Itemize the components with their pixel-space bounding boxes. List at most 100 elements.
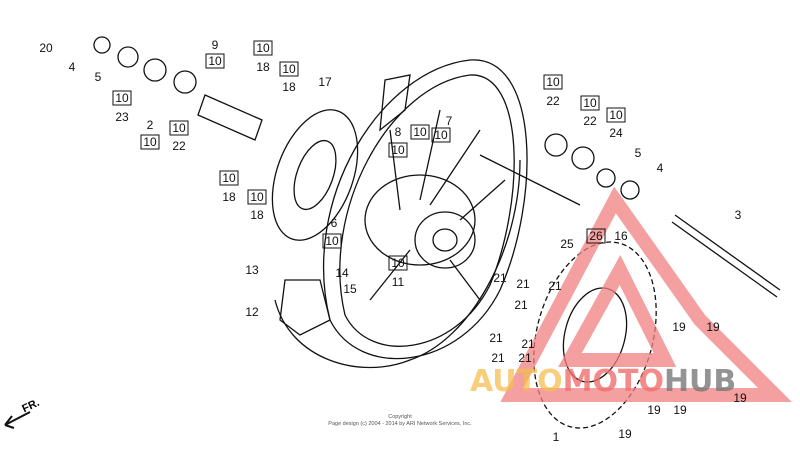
callout-number: 8 [395,125,402,139]
callout-15: 15 [343,282,357,296]
callout-number: 10 [143,135,157,149]
callout-number: 10 [609,108,623,122]
callout-box [431,127,451,143]
callout-box [543,74,563,90]
callout-number: 10 [413,125,427,139]
callout-10: 10 [205,53,225,69]
callout-number: 21 [548,279,562,293]
callout-number: 10 [222,171,236,185]
callout-box [388,255,408,271]
callout-12: 12 [245,305,259,319]
callout-10: 10 [219,170,239,186]
callout-19: 19 [672,320,686,334]
copyright-text: Page design (c) 2004 - 2014 by ARI Netwo… [328,421,472,427]
wheel-hub [364,174,476,266]
callout-number: 10 [250,190,264,204]
callout-24: 24 [609,126,623,140]
callout-10: 10 [322,233,342,249]
callout-number: 19 [618,427,632,441]
callout-10: 10 [247,189,267,205]
callout-22: 22 [172,139,186,153]
callout-number: 19 [673,403,687,417]
callout-number: 16 [614,229,628,243]
callout-number: 9 [212,38,219,52]
hub-flange [414,211,476,269]
callout-box [253,40,273,56]
callout-7: 7 [446,114,453,128]
callout-number: 3 [735,208,742,222]
callout-19: 19 [647,403,661,417]
callout-2: 2 [147,118,154,132]
callout-number: 19 [672,320,686,334]
callout-10: 10 [253,40,273,56]
callout-5: 5 [635,146,642,160]
callout-10: 10 [431,127,451,143]
brake-disc [271,109,359,241]
callout-20: 20 [39,41,53,55]
callout-number: 10 [115,91,129,105]
callout-number: 21 [518,351,532,365]
callout-number: 26 [589,229,603,243]
callout-number: 10 [434,128,448,142]
callout-11: 11 [392,275,405,289]
callout-23: 23 [115,110,129,124]
chain-guide [279,279,331,336]
callout-9: 9 [212,38,219,52]
callout-box [169,120,189,136]
axle [671,214,781,298]
callout-18: 18 [282,80,296,94]
callout-21: 21 [518,351,532,365]
callout-number: 18 [282,80,296,94]
callout-box [606,107,626,123]
callout-box [388,142,408,158]
callout-21: 21 [491,351,505,365]
brake-disc-inner [293,139,337,211]
callout-18: 18 [222,190,236,204]
callout-number: 18 [256,60,270,74]
callout-18: 18 [250,208,264,222]
callout-number: 21 [489,331,503,345]
callout-number: 2 [147,118,154,132]
callout-22: 22 [546,94,560,108]
callout-number: 21 [493,271,507,285]
callout-21: 21 [514,298,528,312]
callout-10: 10 [169,120,189,136]
callout-10: 10 [388,255,408,271]
callout-10: 10 [140,134,160,150]
callout-21: 21 [489,331,503,345]
watermark-hub: HUB [663,364,737,399]
callout-21: 21 [516,277,530,291]
callout-number: 10 [208,54,222,68]
callout-10: 10 [580,95,600,111]
callout-6: 6 [331,216,338,230]
callout-21: 21 [493,271,507,285]
callout-box [140,134,160,150]
callout-number: 6 [331,216,338,230]
callout-box [219,170,239,186]
callout-number: 13 [245,263,259,277]
callout-number: 10 [325,234,339,248]
wheel-rim [322,59,528,360]
tire [274,159,521,368]
callout-number: 10 [583,96,597,110]
copyright: Copyright Page design (c) 2004 - 2014 by… [300,414,500,428]
callout-box [279,61,299,77]
callout-4: 4 [657,161,664,175]
callout-18: 18 [256,60,270,74]
callout-1: 1 [553,430,560,444]
callout-19: 19 [733,391,747,405]
watermark-triangle [500,186,792,402]
callout-number: 22 [546,94,560,108]
callout-number: 20 [39,41,53,55]
callout-16: 16 [614,229,628,243]
spacer [197,94,263,141]
callout-number: 10 [282,62,296,76]
callout-10: 10 [410,124,430,140]
callout-number: 19 [647,403,661,417]
callout-number: 19 [733,391,747,405]
callout-10: 10 [279,61,299,77]
sprocket [533,241,657,429]
callout-box [580,95,600,111]
callout-number: 19 [706,320,720,334]
